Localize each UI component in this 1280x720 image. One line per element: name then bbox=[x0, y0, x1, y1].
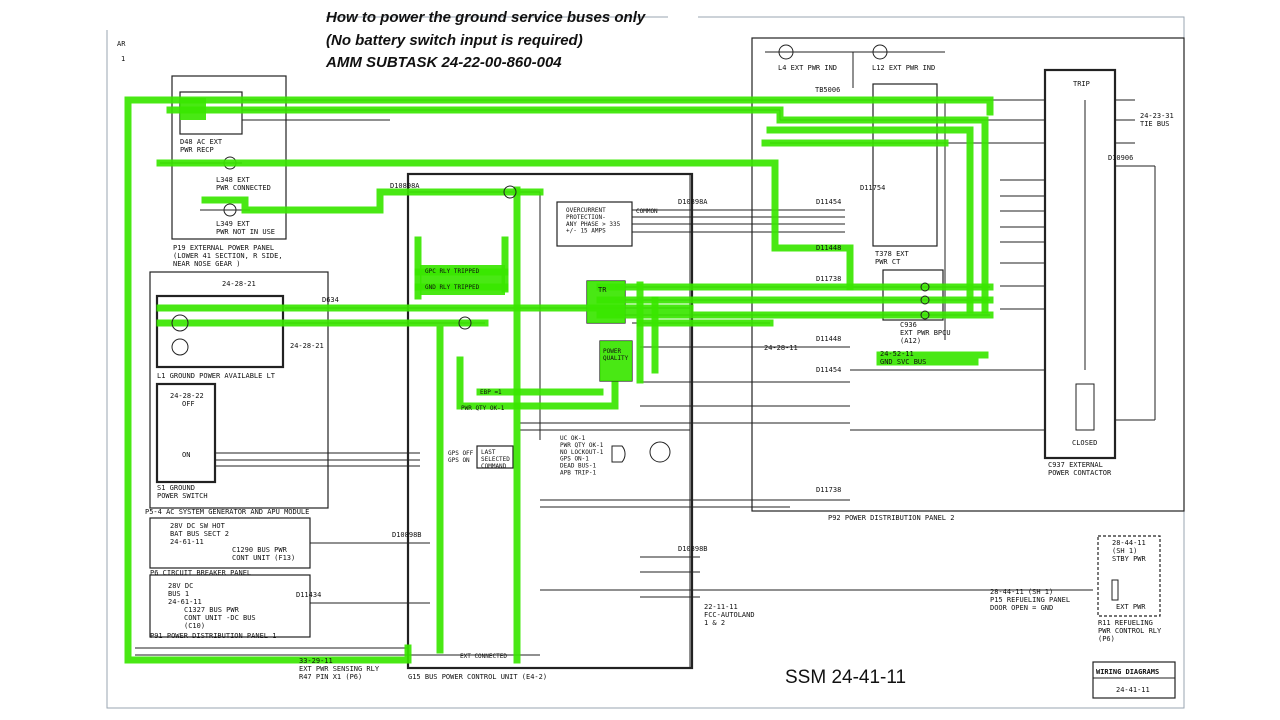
label-d10906: D10906 bbox=[1108, 154, 1133, 162]
highlight-path bbox=[124, 96, 994, 664]
label-d11454: D11454 bbox=[816, 198, 841, 206]
ssm-reference: SSM 24-41-11 bbox=[785, 667, 906, 688]
label-gpc-rly: GPC RLY TRIPPED bbox=[425, 268, 480, 275]
label-d11448: D11448 bbox=[816, 244, 841, 252]
corner-ar: AR bbox=[117, 40, 126, 48]
external-power-panel-box bbox=[171, 75, 287, 240]
label-ext-connected: EXT CONNECTED bbox=[460, 653, 507, 660]
p92-panel-box bbox=[751, 37, 1185, 512]
label-p6: P6 CIRCUIT BREAKER PANEL bbox=[150, 569, 251, 577]
contacts bbox=[171, 185, 930, 463]
label-d11754: D11754 bbox=[860, 184, 885, 192]
label-d10898b-right: D10898B bbox=[678, 545, 708, 553]
label-d10898a-right: D10898A bbox=[678, 198, 708, 206]
label-tr: TR bbox=[598, 286, 607, 294]
label-g15: G15 BUS POWER CONTROL UNIT (E4-2) bbox=[408, 673, 547, 681]
label-ind-l12: L12 EXT PWR IND bbox=[872, 64, 935, 72]
ground-power-switch-box bbox=[155, 382, 217, 484]
label-ebp: EBP =1 bbox=[480, 389, 502, 396]
label-tb5006: TB5006 bbox=[815, 86, 840, 94]
p5-4-module-box bbox=[149, 271, 329, 509]
label-d11448-b: D11448 bbox=[816, 335, 841, 343]
title-block bbox=[1092, 661, 1176, 699]
label-pwr-qty: PWR QTY OK-1 bbox=[461, 405, 505, 412]
label-gps-off: GPS OFF bbox=[448, 450, 474, 457]
label-ext-pwr: EXT PWR bbox=[1116, 603, 1146, 611]
label-gps-on: GPS ON bbox=[448, 457, 470, 464]
ground-power-lt-box bbox=[155, 294, 285, 369]
bpcu-box bbox=[406, 172, 694, 670]
label-gnd-rly: GND RLY TRIPPED bbox=[425, 284, 480, 291]
label-stby-pwr: 28-44-11(SH 1)STBY PWR bbox=[1112, 539, 1147, 563]
label-off: OFF bbox=[182, 400, 195, 408]
label-p91: P91 POWER DISTRIBUTION PANEL 1 bbox=[150, 632, 276, 640]
title-block-number: 24-41-11 bbox=[1116, 686, 1150, 694]
label-242821: 24-28-21 bbox=[222, 280, 256, 288]
label-242821-b: 24-28-21 bbox=[290, 342, 324, 350]
label-d11434: D11434 bbox=[296, 591, 321, 599]
title-block-title: WIRING DIAGRAMS bbox=[1096, 668, 1159, 676]
label-d11738-b: D11738 bbox=[816, 486, 841, 494]
label-sw-242822: 24-28-22 bbox=[170, 392, 204, 400]
label-l1: L1 GROUND POWER AVAILABLE LT bbox=[157, 372, 276, 380]
label-common: COMMON bbox=[636, 208, 658, 215]
header-line-3: AMM SUBTASK 24-22-00-860-004 bbox=[325, 54, 562, 71]
label-p92: P92 POWER DISTRIBUTION PANEL 2 bbox=[828, 514, 954, 522]
label-on: ON bbox=[182, 451, 190, 459]
c937-box bbox=[1043, 68, 1117, 460]
label-d11454-b: D11454 bbox=[816, 366, 841, 374]
label-closed: CLOSED bbox=[1072, 439, 1097, 447]
p91-panel-box bbox=[149, 574, 311, 638]
label-d11738: D11738 bbox=[816, 275, 841, 283]
label-d10898b: D10898B bbox=[392, 531, 422, 539]
label-d634: D634 bbox=[322, 296, 339, 304]
label-trip: TRIP bbox=[1073, 80, 1090, 88]
label-d10898a: D10898A bbox=[390, 182, 420, 190]
label-p5-4: P5-4 AC SYSTEM GENERATOR AND APU MODULE bbox=[145, 508, 309, 516]
corner-num: 1 bbox=[121, 55, 125, 63]
header-line-1: How to power the ground service buses on… bbox=[326, 9, 646, 26]
label-ext-pwr-panel: P19 EXTERNAL POWER PANEL(LOWER 41 SECTIO… bbox=[173, 244, 283, 268]
bpcu-c936-box bbox=[882, 269, 944, 321]
t378-box bbox=[872, 83, 938, 247]
label-24-28-11: 24-28-11 bbox=[764, 344, 798, 352]
header-line-2: (No battery switch input is required) bbox=[326, 32, 583, 49]
label-ind-l4: L4 EXT PWR IND bbox=[778, 64, 837, 72]
r11-box bbox=[1097, 535, 1161, 617]
last-cmd-box bbox=[476, 445, 514, 469]
